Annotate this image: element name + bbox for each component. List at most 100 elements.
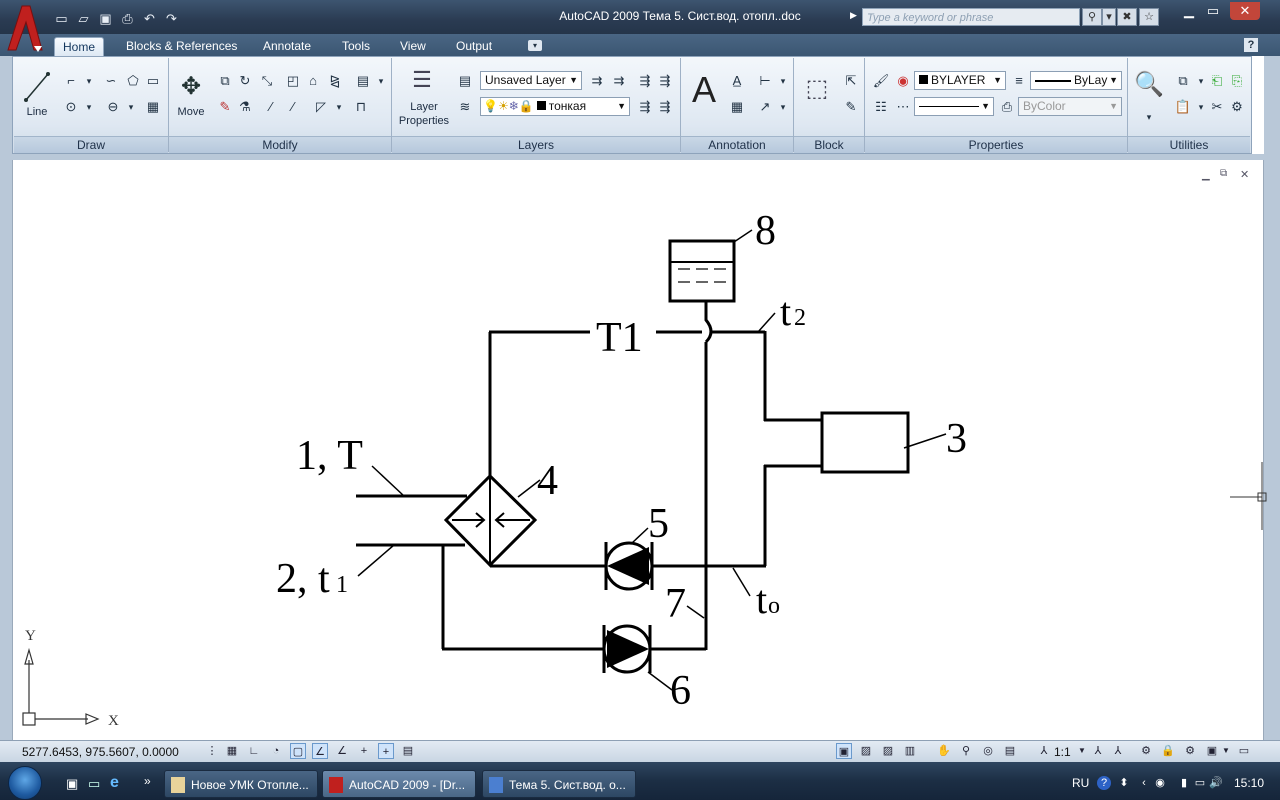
drawing-restore-icon[interactable]: ⧉ — [1220, 168, 1228, 179]
text-tool-icon[interactable]: A — [691, 69, 716, 110]
explode-icon[interactable]: ⚗ — [239, 99, 251, 114]
polyline-icon[interactable]: ⌐ — [67, 73, 75, 88]
layout2-icon[interactable]: ▨ — [882, 745, 894, 757]
polyline-dropdown-icon[interactable]: ▾ — [86, 76, 92, 86]
layers-panel-label[interactable]: Layers — [392, 136, 680, 153]
zoom-status-icon[interactable]: ⚲ — [961, 745, 971, 757]
layer-state-icon[interactable]: ▤ — [458, 73, 472, 88]
volume-icon[interactable]: 🔊 — [1209, 777, 1223, 789]
match-properties-icon[interactable]: 🖌 — [872, 73, 890, 88]
rectangle-icon[interactable]: ▭ — [146, 73, 160, 88]
ortho-mode-icon[interactable]: ∟ — [248, 745, 260, 757]
trim-icon[interactable]: ⁄ — [269, 99, 273, 114]
circle-icon[interactable]: ⊙ — [65, 99, 77, 114]
copy-dropdown-icon[interactable]: ▾ — [1198, 76, 1204, 86]
object-snap-icon[interactable]: ▢ — [290, 743, 306, 759]
array-icon[interactable]: ▤ — [356, 73, 370, 88]
search-input[interactable]: Type a keyword or phrase — [862, 8, 1080, 26]
show-desktop-icon[interactable]: ▣ — [66, 776, 79, 791]
array-dropdown-icon[interactable]: ▾ — [378, 76, 384, 86]
tray-icon[interactable]: ⬍ — [1119, 777, 1129, 789]
tab-tools[interactable]: Tools — [342, 39, 371, 53]
quick-properties-icon[interactable]: ▤ — [402, 745, 414, 757]
chamfer-icon[interactable]: ◸ — [316, 99, 326, 114]
status-tray-icon[interactable]: ⚙ — [1185, 745, 1195, 757]
taskbar-item-autocad[interactable]: AutoCAD 2009 - [Dr... — [322, 770, 476, 798]
line-tool-icon[interactable] — [22, 70, 52, 104]
favorites-star-icon[interactable]: ☆ — [1139, 8, 1159, 26]
layer-match-icon[interactable]: ⇉ — [591, 73, 603, 88]
color-wheel-icon[interactable]: ◉ — [897, 73, 909, 88]
lineweight-icon[interactable]: ≡ — [1015, 73, 1023, 88]
clock[interactable]: 15:10 — [1234, 776, 1265, 790]
circle-dropdown-icon[interactable]: ▾ — [86, 102, 92, 112]
display-tray-icon[interactable]: ▭ — [1194, 777, 1206, 789]
layer-freeze-icon[interactable]: ⇶ — [639, 99, 651, 114]
tab-blocks-references[interactable]: Blocks & References — [126, 39, 238, 53]
copy-clip-icon[interactable]: ⧉ — [1178, 73, 1188, 88]
current-layer-dropdown[interactable]: Unsaved Layer▼ — [480, 71, 582, 90]
taskbar-item-word-doc[interactable]: Тема 5. Сист.вод. о... — [482, 770, 636, 798]
plotstyle-icon[interactable]: ⎙ — [1001, 99, 1013, 114]
linetype-icon[interactable]: ⋯ — [896, 99, 910, 114]
coordinate-readout[interactable]: 5277.6453, 975.5607, 0.0000 — [22, 745, 179, 759]
layer-unisolate-icon[interactable]: ⇶ — [659, 73, 671, 88]
layer-list-dropdown[interactable]: 💡☀❄🔒тонкая▼ — [480, 97, 630, 116]
leader-dropdown-icon[interactable]: ▾ — [780, 102, 786, 112]
polar-tracking-icon[interactable]: ◔ — [272, 745, 280, 757]
help-tray-icon[interactable]: ? — [1097, 776, 1111, 790]
dynamic-input-icon[interactable]: + — [360, 745, 368, 757]
auto-scale-icon[interactable]: ⅄ — [1114, 745, 1122, 757]
ellipse-icon[interactable]: ⊖ — [107, 99, 119, 114]
cut-icon[interactable]: ✂ — [1211, 99, 1223, 114]
layer-properties-label[interactable]: Layer Properties — [398, 101, 450, 127]
draw-panel-label[interactable]: Draw — [14, 136, 168, 153]
show-lineweight-icon[interactable]: + — [378, 743, 394, 759]
drawing-minimize-icon[interactable]: ▁ — [1202, 170, 1210, 181]
dimension-icon[interactable]: ⊢ — [759, 73, 771, 88]
search-icon[interactable]: ⚲ — [1082, 8, 1102, 26]
language-indicator[interactable]: RU — [1072, 776, 1090, 790]
ribbon-options-icon[interactable]: ▾ — [528, 40, 542, 51]
showmotion-icon[interactable]: ▤ — [1004, 745, 1016, 757]
lock-toolbar-icon[interactable]: 🔒 — [1161, 745, 1175, 757]
insert-block-icon[interactable]: ⬚ — [805, 75, 829, 102]
pan-icon[interactable]: ✋ — [937, 745, 951, 757]
linetype-dropdown[interactable]: ▼ — [914, 97, 994, 116]
tab-annotate[interactable]: Annotate — [263, 39, 312, 53]
quicklaunch-more-icon[interactable]: » — [144, 774, 151, 788]
dynamic-ucs-icon[interactable]: ∠ — [337, 745, 347, 757]
create-block-icon[interactable]: ⇱ — [845, 73, 857, 88]
plotstyle-dropdown[interactable]: ByColor▼ — [1018, 97, 1122, 116]
annotation-scale-icon[interactable]: ⅄ — [1040, 745, 1048, 757]
quick-view-icon[interactable]: ▥ — [904, 745, 916, 757]
annotation-scale-value[interactable]: 1:1 — [1054, 745, 1071, 759]
list-icon[interactable]: ☷ — [875, 99, 887, 114]
properties-panel-label[interactable]: Properties — [865, 136, 1127, 153]
new-file-icon[interactable]: ▭ — [55, 11, 68, 26]
workspace-switching-icon[interactable]: ⚙ — [1141, 745, 1151, 757]
offset-icon[interactable]: ⊓ — [355, 99, 367, 114]
layout1-icon[interactable]: ▨ — [860, 745, 872, 757]
dimension-dropdown-icon[interactable]: ▾ — [780, 76, 786, 86]
mtext-icon[interactable]: A̲ — [732, 73, 742, 88]
quicklaunch-window-icon[interactable]: ▭ — [88, 776, 101, 791]
clean-screen-icon[interactable]: ▭ — [1238, 745, 1250, 757]
spline-icon[interactable]: ∽ — [105, 73, 117, 88]
paste-special-icon[interactable]: ⚙ — [1231, 99, 1243, 114]
quick-calc-icon[interactable]: ⎗ — [1211, 73, 1223, 88]
tray-expand-icon[interactable]: ‹ — [1142, 777, 1146, 789]
table-icon[interactable]: ▦ — [730, 99, 744, 114]
zoom-icon[interactable]: 🔍 — [1134, 71, 1164, 98]
paste-icon[interactable]: 📋 — [1174, 99, 1192, 114]
pump-6[interactable] — [602, 624, 652, 674]
tab-output[interactable]: Output — [456, 39, 493, 53]
scale-icon[interactable]: ⤡ — [261, 73, 273, 88]
internet-explorer-icon[interactable]: e — [110, 774, 119, 791]
undo-icon[interactable]: ↶ — [144, 11, 155, 26]
open-file-icon[interactable]: ▱ — [78, 11, 89, 26]
chamfer-dropdown-icon[interactable]: ▾ — [336, 102, 342, 112]
layer-properties-icon[interactable]: ☰ — [412, 67, 432, 92]
print-icon[interactable]: ⎙ — [122, 11, 133, 26]
search-expand-icon[interactable]: ▶ — [850, 10, 857, 20]
